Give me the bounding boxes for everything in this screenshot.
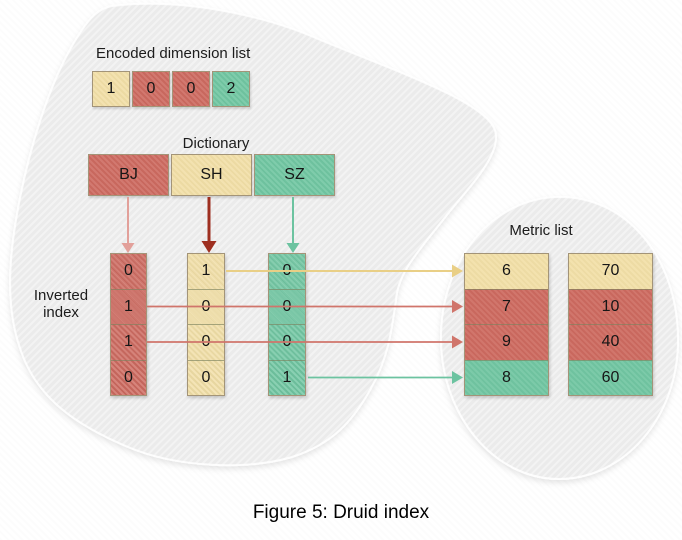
arrow-row1-to-metric [226, 264, 463, 278]
inverted-cell: 0 [269, 324, 305, 360]
dictionary-cell-bj: BJ [88, 154, 169, 196]
arrow-sh-to-inverted-column [201, 197, 217, 253]
metric-cell: 60 [569, 359, 652, 395]
inverted-index-label-line2: index [43, 304, 79, 321]
encoded-cell: 2 [212, 71, 250, 107]
inverted-cell: 0 [111, 359, 146, 395]
inverted-cell: 0 [188, 359, 224, 395]
inverted-cell: 0 [188, 288, 224, 324]
dictionary: BJ SH SZ [88, 154, 335, 196]
metric-cell: 40 [569, 324, 652, 360]
inverted-cell: 0 [111, 254, 146, 289]
dictionary-label: Dictionary [182, 135, 250, 152]
inverted-cell: 0 [269, 254, 305, 289]
arrow-bj-to-inverted-column [121, 197, 135, 253]
inverted-cell: 0 [188, 324, 224, 360]
inverted-index-label: Inverted index [18, 287, 104, 321]
inverted-cell: 1 [111, 324, 146, 360]
encoded-cell: 0 [132, 71, 170, 107]
figure-caption: Figure 5: Druid index [252, 502, 430, 523]
metric-cell: 10 [569, 288, 652, 324]
arrow-sz-to-inverted-column [286, 197, 300, 253]
inverted-index-column-sz: 0 0 0 1 [268, 253, 306, 396]
metric-list-label: Metric list [509, 222, 573, 239]
dictionary-cell-sz: SZ [254, 154, 335, 196]
metric-cell: 6 [465, 254, 548, 289]
metric-list-column-1: 6 7 9 8 [464, 253, 549, 396]
dictionary-cell-sh: SH [171, 154, 252, 196]
inverted-cell: 0 [269, 288, 305, 324]
encoded-cell: 1 [92, 71, 130, 107]
encoded-cell: 0 [172, 71, 210, 107]
inverted-cell: 1 [269, 359, 305, 395]
inverted-index-column-bj: 0 1 1 0 [110, 253, 147, 396]
inverted-index-column-sh: 1 0 0 0 [187, 253, 225, 396]
arrow-row4-to-metric [308, 371, 463, 384]
encoded-dimension-list-label: Encoded dimension list [96, 45, 251, 62]
metric-cell: 9 [465, 324, 548, 360]
metric-cell: 8 [465, 359, 548, 395]
metric-list-column-2: 70 10 40 60 [568, 253, 653, 396]
inverted-index-label-line1: Inverted [33, 287, 89, 304]
inverted-cell: 1 [188, 254, 224, 289]
metric-cell: 7 [465, 288, 548, 324]
metric-cell: 70 [569, 254, 652, 289]
background-blob-left [9, 2, 497, 467]
inverted-cell: 1 [111, 288, 146, 324]
encoded-dimension-list: 1 0 0 2 [92, 71, 250, 107]
